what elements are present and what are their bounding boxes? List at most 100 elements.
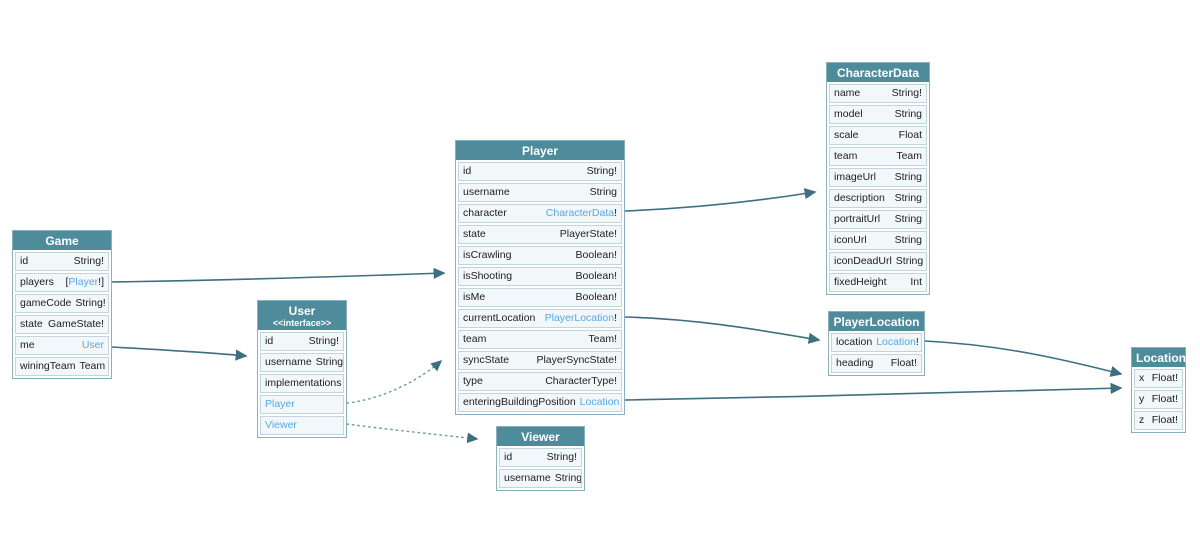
type-text: [ <box>65 276 69 288</box>
field-type: PlayerLocation! <box>545 312 617 325</box>
field-name: z <box>1139 414 1145 426</box>
entity-title: Viewer <box>521 430 560 444</box>
field-row[interactable]: players[Player!] <box>15 273 109 292</box>
field-row[interactable]: implementations <box>260 374 344 393</box>
entity-characterdata-header[interactable]: CharacterData <box>827 63 929 82</box>
field-name: id <box>504 451 513 463</box>
field-name: portraitUrl <box>834 213 881 225</box>
field-row[interactable]: id String! <box>499 448 582 467</box>
field-type: [Player!] <box>65 276 104 289</box>
type-link[interactable]: PlayerLocation <box>544 312 615 324</box>
field-type: String <box>895 108 922 121</box>
field-type: Team <box>896 150 922 163</box>
field-row[interactable]: Viewer <box>260 416 344 435</box>
type-link[interactable]: Location <box>876 336 916 348</box>
type-text: String <box>554 472 582 484</box>
type-text: String <box>894 234 922 246</box>
entity-subtitle: <<interface>> <box>272 318 332 328</box>
field-name: description <box>834 192 885 204</box>
field-name: syncState <box>463 354 510 366</box>
type-link[interactable]: Location <box>579 396 620 408</box>
field-type: Float! <box>1152 372 1178 385</box>
entity-game-header[interactable]: Game <box>13 231 111 250</box>
type-link[interactable]: User <box>81 339 104 351</box>
field-row[interactable]: Player <box>260 395 344 414</box>
type-text: String <box>589 186 617 198</box>
type-text: String! <box>546 451 577 463</box>
field-row[interactable]: currentLocation PlayerLocation! <box>458 309 622 328</box>
entity-location-header[interactable]: Location <box>1132 348 1186 367</box>
field-type: String <box>895 213 922 226</box>
entity-title: PlayerLocation <box>833 315 920 329</box>
type-text: Float <box>898 129 922 141</box>
type-text: CharacterType! <box>545 375 617 387</box>
edge-player-character-to-characterdata <box>624 188 817 212</box>
type-text: String <box>894 108 922 120</box>
field-type: String! <box>75 297 105 310</box>
field-row[interactable]: model String <box>829 105 927 124</box>
field-row[interactable]: isMe Boolean! <box>458 288 622 307</box>
type-text: ! <box>915 336 919 348</box>
field-name: isMe <box>463 291 486 303</box>
entity-player-header[interactable]: Player <box>456 141 624 160</box>
type-text: Boolean! <box>575 291 617 303</box>
field-name: id <box>463 165 472 177</box>
field-name: team <box>834 150 858 162</box>
field-type: Location! <box>876 336 919 349</box>
implementation-link[interactable]: Player <box>265 398 295 410</box>
entity-viewer-header[interactable]: Viewer <box>497 427 584 446</box>
field-name: currentLocation <box>463 312 536 324</box>
field-name: model <box>834 108 863 120</box>
field-row[interactable]: team Team <box>829 147 927 166</box>
type-text: String <box>894 171 922 183</box>
entity-playerlocation-header[interactable]: PlayerLocation <box>829 312 924 331</box>
implementation-link[interactable]: Viewer <box>265 419 297 431</box>
entity-user-header[interactable]: User <<interface>> <box>258 301 346 330</box>
field-name: location <box>836 336 873 348</box>
type-text: String! <box>73 255 104 267</box>
type-link[interactable]: Player <box>68 276 99 288</box>
field-row[interactable]: portraitUrl String <box>829 210 927 229</box>
field-name: character <box>463 207 507 219</box>
field-type: String! <box>892 87 922 100</box>
type-link[interactable]: CharacterData <box>545 207 615 219</box>
type-text: GameState! <box>47 318 104 330</box>
field-name: gameCode <box>20 297 72 309</box>
field-type: String! <box>309 335 339 348</box>
